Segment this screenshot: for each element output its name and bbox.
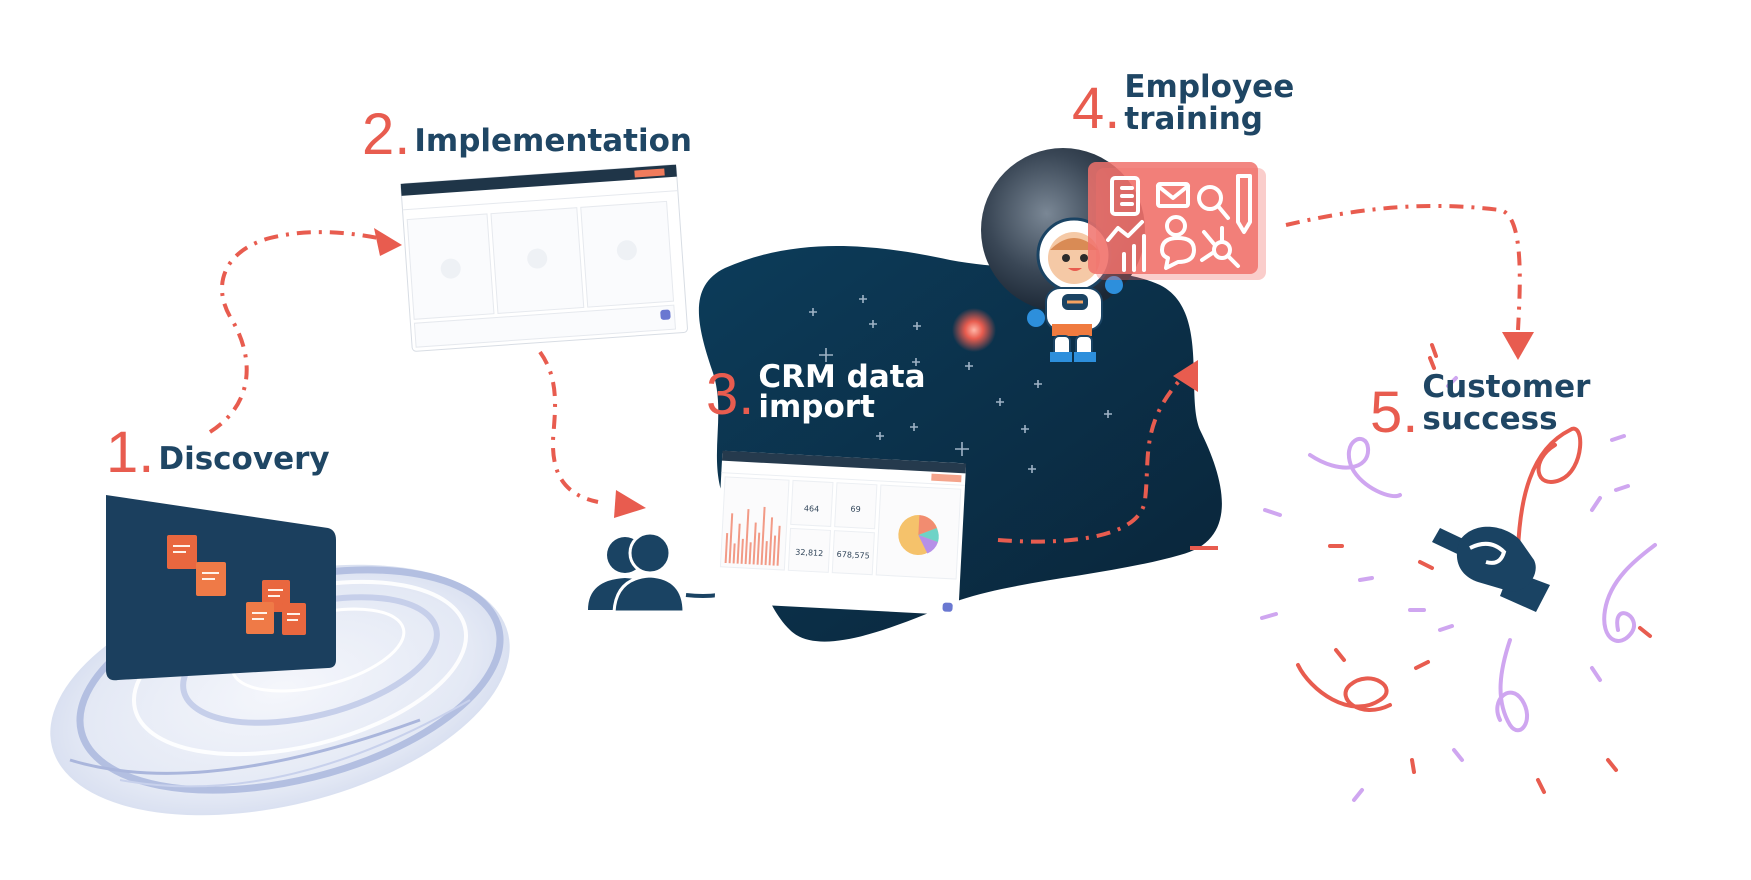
implementation-screen <box>400 164 688 352</box>
smile-icon <box>1165 215 1187 237</box>
step-number: 3. <box>706 362 755 427</box>
connector-3-4-arrowhead <box>1173 360 1198 392</box>
stat-value: 464 <box>804 504 820 514</box>
step-label-line: Customer <box>1422 369 1591 405</box>
sticky-notes-icon <box>167 535 306 635</box>
dashboard-pie-chart <box>898 515 939 556</box>
chat-icon <box>1160 236 1196 270</box>
connector-4-5-arrowhead <box>1502 332 1534 360</box>
step-label: Implementation <box>410 110 692 158</box>
handshake-icon <box>1432 526 1550 612</box>
step-label-line: Implementation <box>414 123 692 159</box>
step-3: 3. CRM data import <box>706 360 925 427</box>
step-label: CRM data import <box>754 360 925 424</box>
mail-icon <box>1156 182 1190 208</box>
connector-3-4 <box>997 378 1182 544</box>
step-label-line: CRM data <box>758 359 926 395</box>
step-label-line: success <box>1422 401 1558 437</box>
stat-value: 32,812 <box>795 548 823 558</box>
connector-1-2 <box>208 230 389 434</box>
step-number: 5. <box>1370 380 1419 445</box>
crm-dashboard: 464 69 32,812 678,575 <box>714 450 967 616</box>
step-label-line: import <box>758 389 875 425</box>
connector-1-2-arrowhead <box>374 228 402 256</box>
step-number: 2. <box>362 102 411 167</box>
step-label: Customer success <box>1418 370 1590 436</box>
bar-chart-icon <box>1122 234 1146 272</box>
dashboard-bar-chart <box>724 506 781 566</box>
red-glow <box>952 308 996 352</box>
step-2: 2. Implementation <box>362 102 692 167</box>
step-label-line: Discovery <box>158 441 330 477</box>
stars <box>809 295 1112 473</box>
confetti <box>1260 343 1657 802</box>
pencil-icon <box>1236 174 1252 234</box>
discovery-board <box>106 495 336 681</box>
step-4: 4. Employee training <box>1072 70 1294 141</box>
connector-2-3-arrowhead <box>614 490 646 518</box>
step-label: Employee training <box>1120 70 1294 136</box>
users-icon <box>588 531 686 614</box>
step-label-line: Employee <box>1124 69 1295 105</box>
connector-4-5 <box>1285 203 1522 331</box>
connector-2-3 <box>538 350 599 504</box>
step-5: 5. Customer success <box>1370 370 1590 445</box>
stat-value: 69 <box>850 504 861 514</box>
search-icon <box>1197 185 1230 220</box>
hub-icon <box>1200 226 1240 268</box>
stat-value: 678,575 <box>836 550 870 561</box>
training-hologram <box>1088 162 1266 280</box>
step-1: 1. Discovery <box>106 420 330 485</box>
step-label-line: training <box>1124 101 1263 137</box>
step-number: 4. <box>1072 76 1121 141</box>
checklist-icon <box>1110 176 1140 216</box>
line-chart-icon <box>1106 220 1144 242</box>
step-label: Discovery <box>154 428 329 476</box>
step-number: 1. <box>106 420 155 485</box>
